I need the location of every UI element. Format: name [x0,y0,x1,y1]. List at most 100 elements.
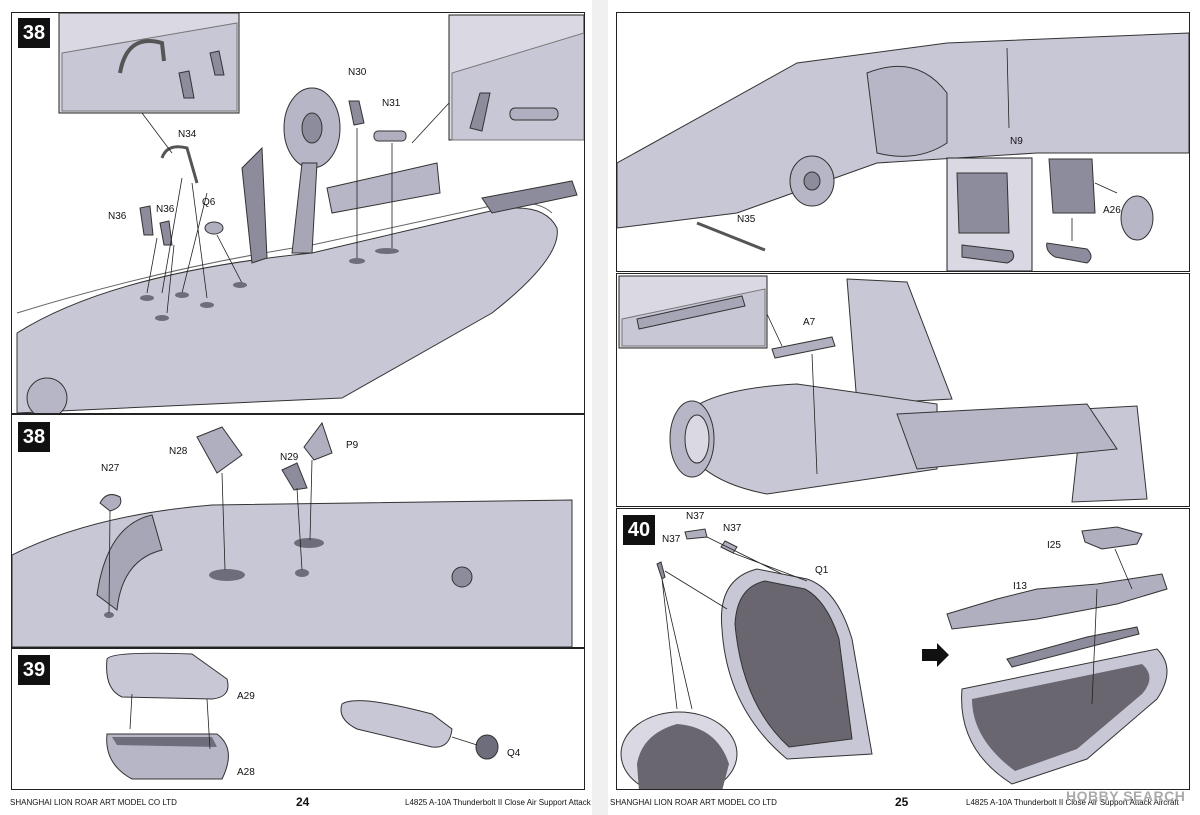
tail-engine-panel: A7 [616,273,1190,507]
engine-intake-inner [684,414,710,464]
label-a7: A7 [803,317,816,328]
label-n28: N28 [169,446,188,457]
label-i25: I25 [1047,540,1061,551]
label-n34: N34 [178,129,197,140]
part-n28 [196,426,243,474]
horizontal-stabilizer [896,403,1118,470]
fuselage-body [16,207,558,413]
label-n29: N29 [280,452,299,463]
right-page: N9 N35 A26 A7 40 [608,0,1200,815]
leader-lines [1006,47,1118,241]
part-q6 [204,221,224,235]
label-n37-b: N37 [686,511,705,522]
label-p9: P9 [346,440,359,451]
part-n36-b [159,220,173,246]
step-38-panel-middle: 38 N28 N29 P9 N27 [11,414,585,648]
tail-illustration [618,275,1148,503]
label-q6: Q6 [202,197,216,208]
fuselage-top-illustration [12,421,573,647]
leader-lines [108,459,313,614]
q1-interior [734,580,853,748]
leader-lines [661,536,1133,710]
fuselage-spine [12,499,573,647]
inset-right-antenna [469,92,491,132]
part-n30 [348,100,365,126]
vertical-stabilizer [846,278,953,405]
part-n34-handle [160,145,199,184]
watermark: HOBBY SEARCH [1066,788,1186,804]
label-q4: Q4 [507,748,521,759]
step-40-panel: 40 N37 N37 N37 Q1 I25 I13 [616,508,1190,790]
wing-illustration [617,32,1189,271]
right-footer-company: SHANGHAI LION ROAR ART MODEL CO LTD [610,798,777,807]
step-number: 40 [623,515,655,545]
label-a29: A29 [237,691,255,702]
label-n27: N27 [101,463,120,474]
wing-gear-panel: N9 N35 A26 [616,12,1190,272]
part-n35-rod [696,221,766,252]
gear-strut [291,162,318,254]
part-n29 [281,462,308,491]
part-a26-cylinder [1046,242,1092,264]
label-a26: A26 [1103,205,1121,216]
left-page: 38 [0,0,618,815]
part-q4 [475,734,499,760]
gear-door [241,146,268,264]
part-n31 [373,130,407,142]
inset-panel-surface [61,22,238,112]
label-n9: N9 [1010,136,1023,147]
step-number: 38 [18,422,50,452]
detail-circle-interior [637,724,729,789]
label-a28: A28 [237,767,255,778]
right-page-number: 25 [895,795,909,809]
inset-antenna-b [209,50,225,76]
assembled-pod [340,700,453,748]
label-n37-c: N37 [723,523,742,534]
intake-lip [96,514,163,611]
left-footer-company: SHANGHAI LION ROAR ART MODEL CO LTD [10,798,177,807]
main-wheel-hub [803,171,821,191]
mount-slots [104,538,324,618]
pod-upper-half [106,652,229,700]
part-i25 [1081,526,1143,550]
step-number: 38 [18,18,50,48]
engine-left [676,383,938,495]
part-n36-a [139,205,154,236]
inset-right-slot [509,107,559,121]
arrow-right [922,643,949,667]
inset-cylinder [961,244,1015,264]
inset-antenna-a [178,70,195,99]
right-footer-product: L4825 A-10A Thunderbolt II Close Air Sup… [966,798,1179,807]
left-page-number: 24 [296,795,310,809]
inset-door [956,172,1010,234]
inset-handle [118,39,166,74]
label-n35: N35 [737,214,756,225]
mount-holes [140,248,399,321]
inset-part [636,295,746,330]
step-number: 39 [18,655,50,685]
leader-lines [129,693,478,750]
label-n36-a: N36 [108,211,127,222]
seat-illustration [620,526,1168,789]
antenna-dome [451,566,473,588]
pod-illustration [106,652,499,780]
part-a26-door [1048,158,1096,214]
label-i13: I13 [1013,581,1027,592]
label-n37-a: N37 [662,534,681,545]
engine-nacelle [866,65,948,157]
assembled-seat-interior [972,664,1150,771]
label-n36-b: N36 [156,204,175,215]
step-38-panel-top: 38 [11,12,585,414]
part-n27 [99,494,122,512]
page-gutter [592,0,608,815]
step-39-panel: 39 A29 A28 Q4 [11,648,585,790]
label-n30: N30 [348,67,367,78]
part-n37-c [720,540,738,554]
leader-lines [141,102,450,314]
gun-barrel [481,180,578,214]
pod-lower-interior [112,737,217,747]
part-i13 [946,573,1168,630]
leader-lines [766,313,818,475]
main-wheel-rear [26,377,68,413]
part-n37-b [684,528,708,540]
